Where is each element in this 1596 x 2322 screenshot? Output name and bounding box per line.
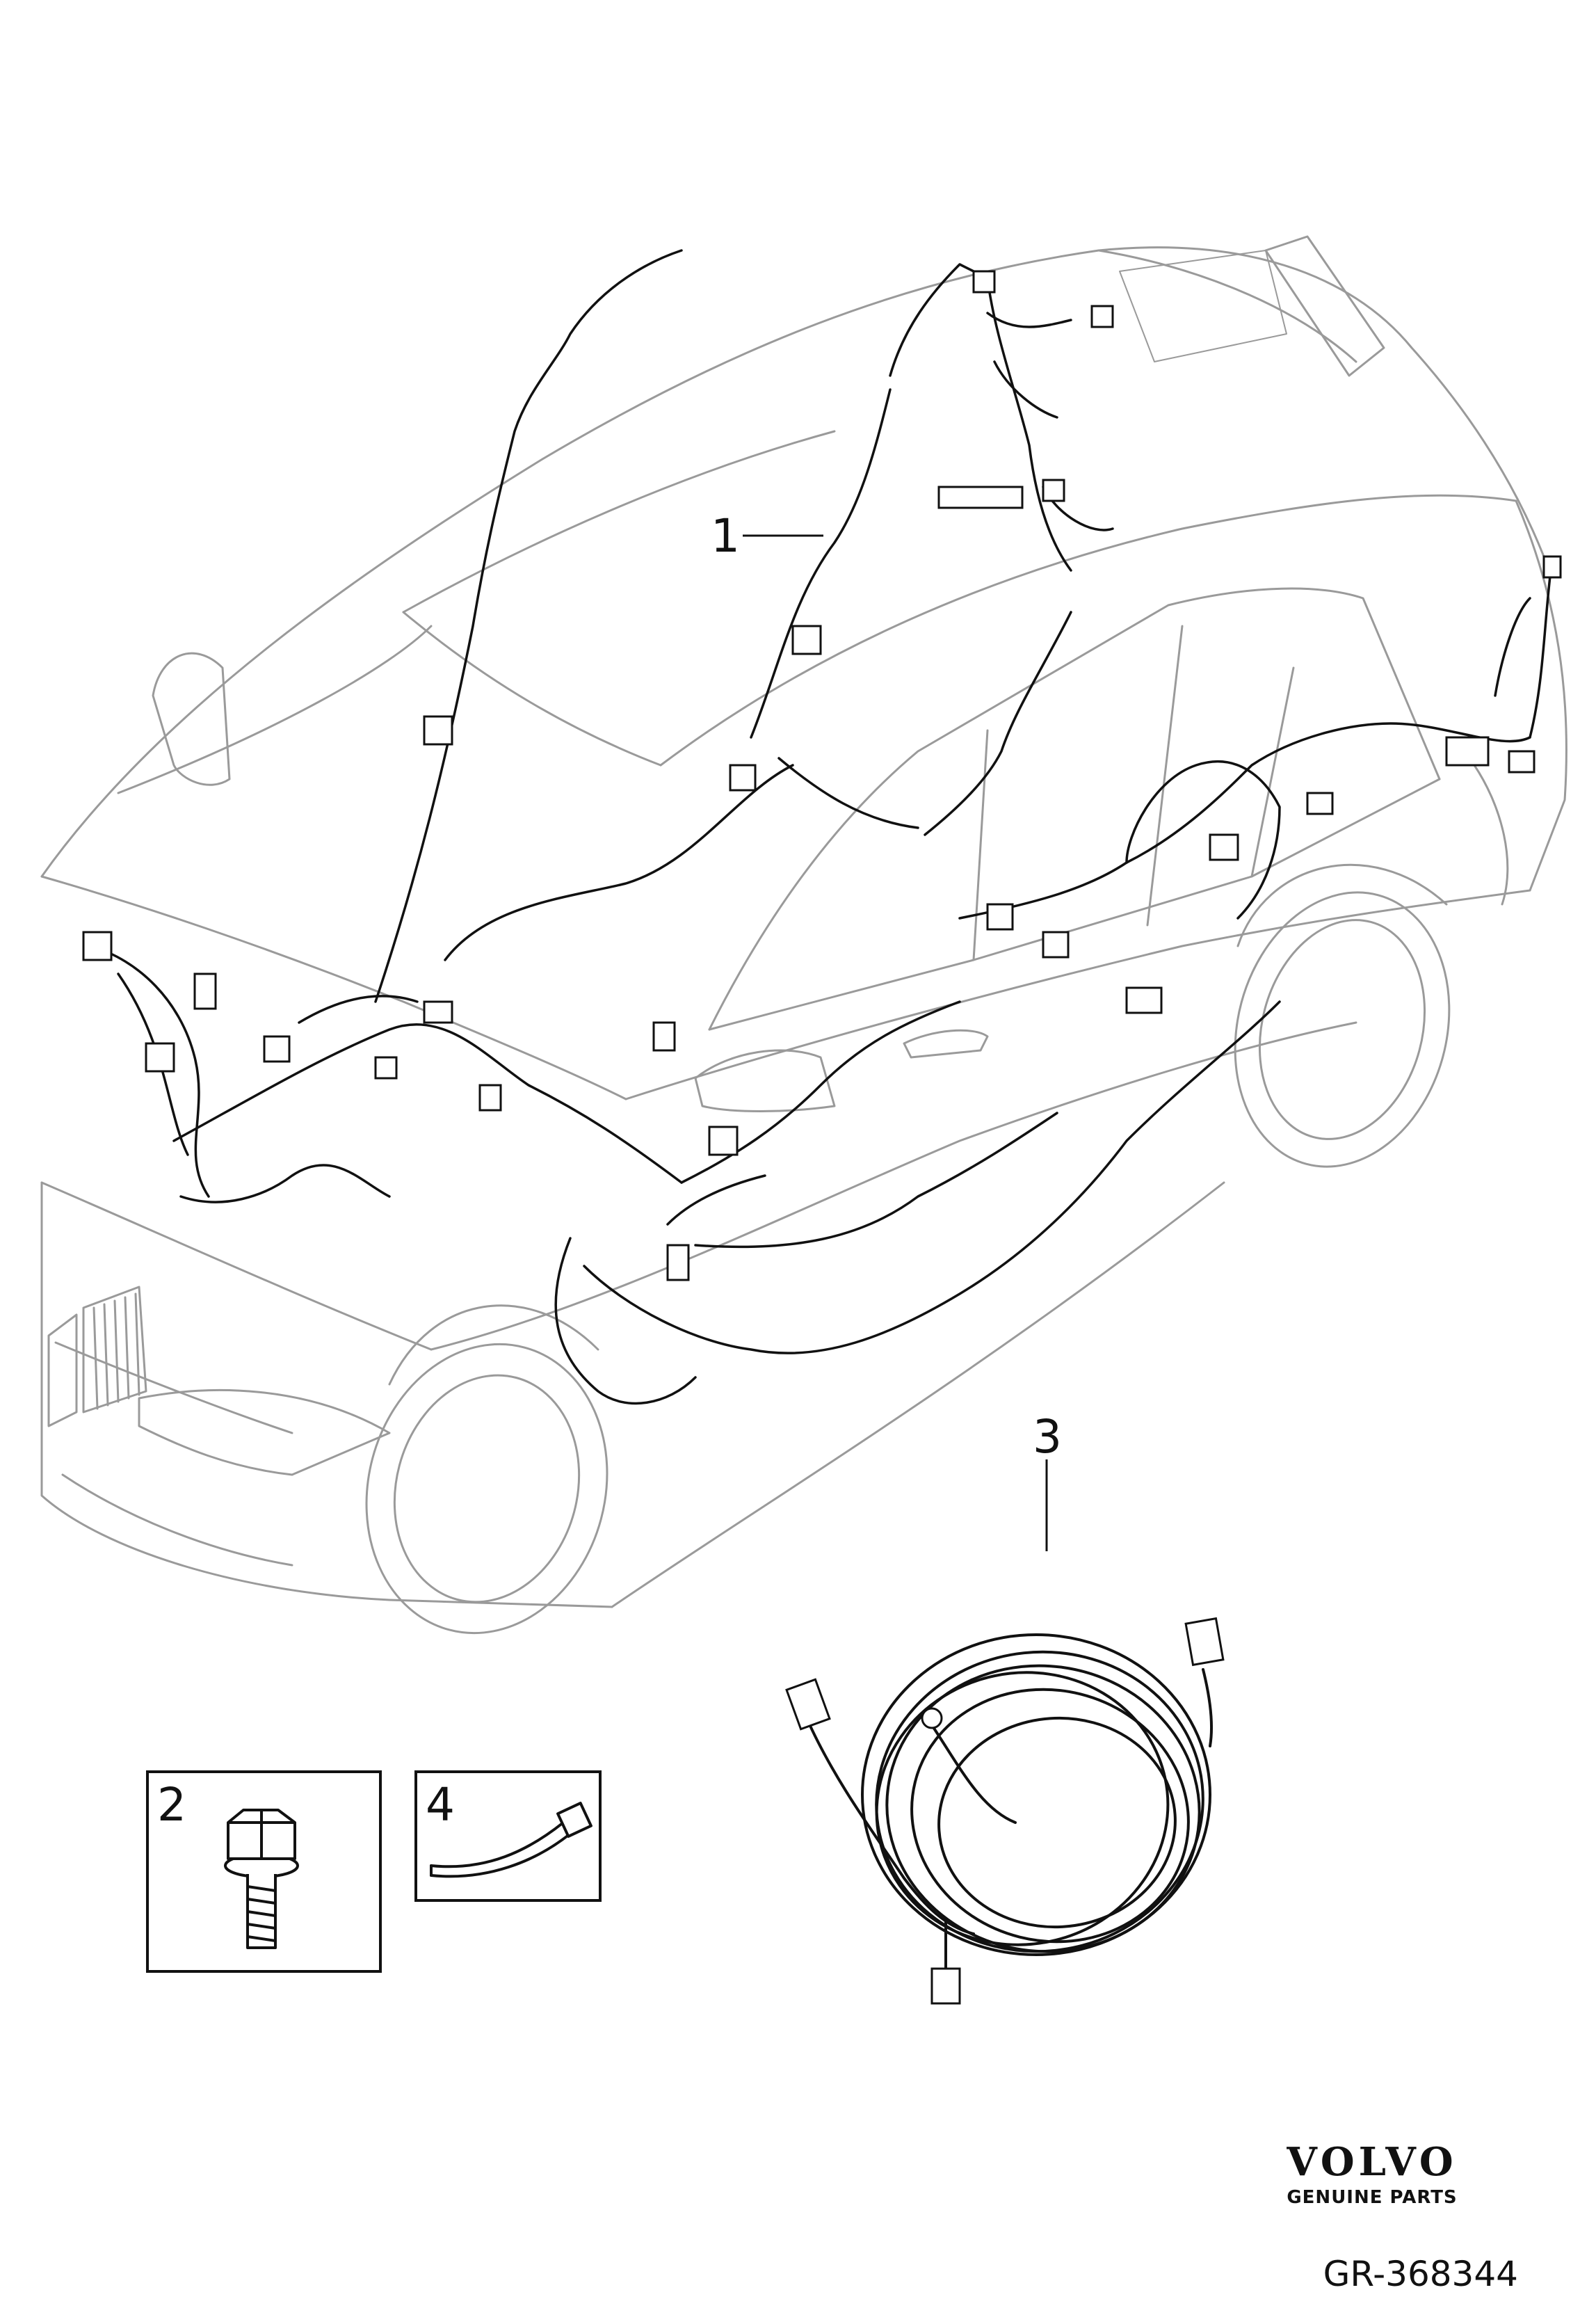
callout-4: 4 [426,1778,455,1832]
callout-1: 1 [711,509,740,563]
callout-3: 3 [1033,1410,1062,1464]
wiring-harness-icon [89,249,1552,1405]
brand-tagline: GENUINE PARTS [1287,2187,1458,2208]
callout-leaders [743,534,1048,1551]
brand-logo: VOLVO GENUINE PARTS [1226,2143,1518,2208]
figure-id: GR-368344 [1323,2254,1518,2294]
brand-name: VOLVO [1287,2139,1458,2185]
coiled-harness-connectors [785,1617,1225,2005]
part-2-box [146,1770,382,1973]
coiled-harness-icon [805,1633,1213,1977]
flange-bolt-icon [224,1809,299,1949]
callout-2: 2 [157,1778,186,1832]
cable-strap-icon [430,1802,593,1878]
car-body-outline [40,235,1567,1635]
harness-connectors [82,270,1562,1281]
part-4-box [414,1770,602,1902]
